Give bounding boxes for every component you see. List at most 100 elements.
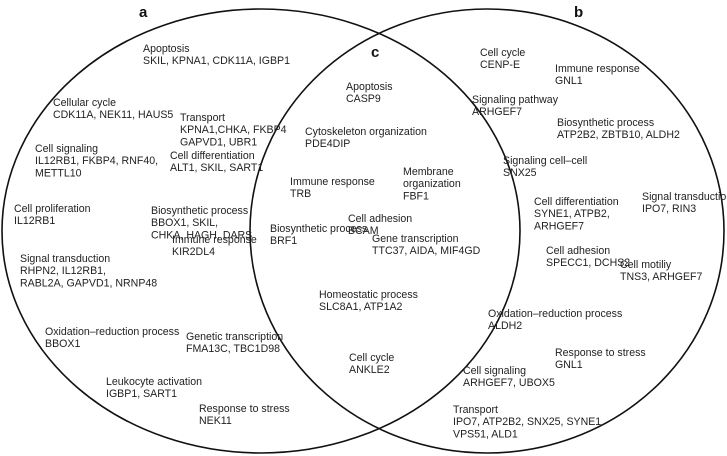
category-title: Cell adhesion xyxy=(546,245,610,257)
gene-list: CENP-E xyxy=(480,59,520,71)
category-title: Membrane xyxy=(403,166,454,178)
gene-list: SNX25 xyxy=(503,167,537,179)
category-title: Cell signaling xyxy=(463,365,526,377)
gene-list: IL12RB1, FKBP4, RNF40, xyxy=(35,155,158,167)
gene-list: BBOX1, SKIL, xyxy=(151,217,218,229)
category-title: Cytoskeleton organization xyxy=(305,126,427,138)
gene-list: BCAM xyxy=(348,225,379,237)
category-title: Response to stress xyxy=(555,347,646,359)
gene-list: SKIL, KPNA1, CDK11A, IGBP1 xyxy=(143,55,290,67)
category-title: Immune response xyxy=(290,176,375,188)
category-title: Cell proliferation xyxy=(14,203,91,215)
category-title: Cell cycle xyxy=(480,47,525,59)
gene-list: SLC8A1, ATP1A2 xyxy=(319,301,403,313)
gene-list: ATP2B2, ZBTB10, ALDH2 xyxy=(557,129,680,141)
set-b-circle xyxy=(249,8,725,454)
gene-list: PDE4DIP xyxy=(305,138,350,150)
category-title: Homeostatic process xyxy=(319,289,418,301)
gene-list: RABL2A, GAPVD1, NRNP48 xyxy=(20,277,157,289)
category-title: Cellular cycle xyxy=(53,97,116,109)
gene-list: SPECC1, DCHS2 xyxy=(546,257,630,269)
category-title: Cell cycle xyxy=(349,352,394,364)
category-title: Immune response xyxy=(555,63,640,75)
gene-list: VPS51, ALD1 xyxy=(453,428,518,440)
gene-list: ARHGEF7 xyxy=(472,106,522,118)
category-title: Oxidation–reduction process xyxy=(488,308,622,320)
gene-list: BRF1 xyxy=(270,235,297,247)
category-title: Cell differentiation xyxy=(534,196,619,208)
gene-list: KPNA1,CHKA, FKBP4 xyxy=(180,124,287,136)
gene-list: NEK11 xyxy=(199,415,232,427)
gene-list: ALT1, SKIL, SART1 xyxy=(170,162,263,174)
gene-list: IPO7, RIN3 xyxy=(642,203,696,215)
category-title: Response to stress xyxy=(199,403,290,415)
gene-list: IL12RB1 xyxy=(14,215,55,227)
gene-list: GNL1 xyxy=(555,75,583,87)
category-title: Biosynthetic process xyxy=(270,223,367,235)
category-title: Biosynthetic process xyxy=(557,117,654,129)
gene-list: ARHGEF7 xyxy=(534,220,584,232)
gene-list: TRB xyxy=(290,188,311,200)
category-title: Gene transcription xyxy=(372,233,459,245)
gene-list: ALDH2 xyxy=(488,320,522,332)
category-title: Cell differentiation xyxy=(170,150,255,162)
category-title: Genetic transcription xyxy=(186,331,283,343)
gene-list: KIR2DL4 xyxy=(172,246,215,258)
gene-list: SYNE1, ATPB2, xyxy=(534,208,610,220)
category-title: Cell motiliy xyxy=(620,259,672,271)
region-letter-a: a xyxy=(139,4,148,21)
category-title: Signaling cell–cell xyxy=(503,155,587,167)
category-title: Apoptosis xyxy=(143,43,190,55)
category-title: Cell signaling xyxy=(35,143,98,155)
category-title: Cell adhesion xyxy=(348,213,412,225)
gene-list: IGBP1, SART1 xyxy=(106,388,177,400)
gene-list: FBF1 xyxy=(403,190,429,202)
gene-list: GNL1 xyxy=(555,359,583,371)
region-letter-b: b xyxy=(574,4,583,21)
category-title: Transport xyxy=(180,112,225,124)
category-title: Oxidation–reduction process xyxy=(45,326,179,338)
gene-list: RHPN2, IL12RB1, xyxy=(20,265,106,277)
gene-list: CHKA, HAGH, DARS xyxy=(151,229,252,241)
gene-list: FMA13C, TBC1D98 xyxy=(186,343,280,355)
gene-list: TTC37, AIDA, MIF4GD xyxy=(372,245,481,257)
category-title: Leukocyte activation xyxy=(106,376,202,388)
category-title: Apoptosis xyxy=(346,81,393,93)
category-title: Signal transduction xyxy=(642,191,727,203)
region-letter-c: c xyxy=(371,44,379,61)
gene-list: CDK11A, NEK11, HAUS5 xyxy=(53,109,173,121)
category-title: Immune response xyxy=(172,234,257,246)
gene-list: IPO7, ATP2B2, SNX25, SYNE1 xyxy=(453,416,601,428)
